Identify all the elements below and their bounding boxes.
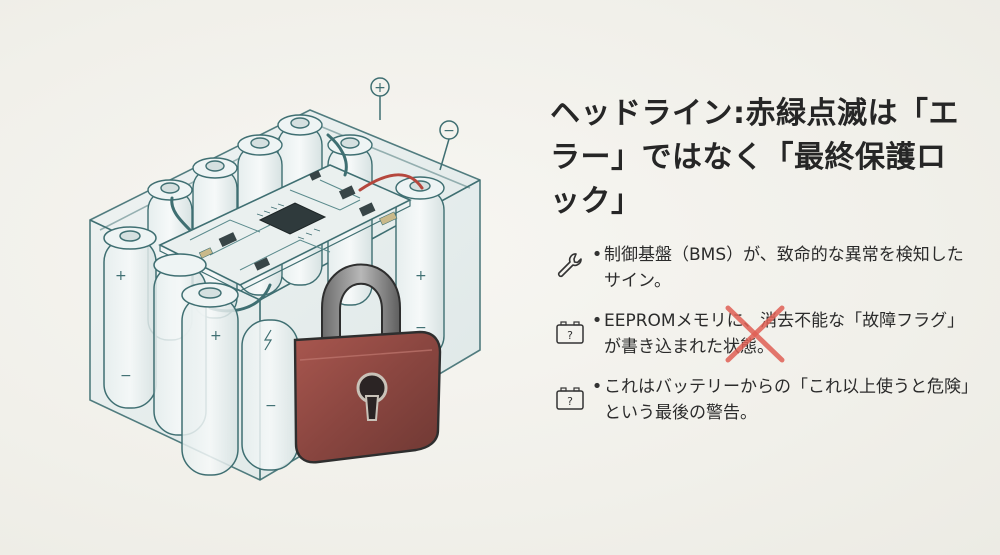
svg-text:+: + xyxy=(210,328,222,344)
list-item: ? • これはバッテリーからの「これ以上使うと危険」という最後の警告。 xyxy=(550,374,970,426)
bullet-list: • 制御基盤（BMS）が、致命的な異常を検知したサイン。 ? • EEPROMメ… xyxy=(550,242,970,426)
terminal-symbols: + − + + − − + − xyxy=(115,77,459,414)
svg-text:+: + xyxy=(115,268,127,284)
bullet-text: EEPROMメモリに、消去不能な「故障フラグ」が書き込まれた状態。 xyxy=(604,311,965,357)
svg-text:?: ? xyxy=(567,329,573,342)
bullet-text: これはバッテリーからの「これ以上使うと危険」という最後の警告。 xyxy=(604,377,970,423)
list-item: ? • EEPROMメモリに、消去不能な「故障フラグ」が書き込まれた状態。 xyxy=(550,305,970,363)
microcontroller-chip xyxy=(256,202,327,240)
wrench-icon xyxy=(550,246,590,286)
bullet-marker: • xyxy=(591,310,603,331)
svg-text:+: + xyxy=(374,80,386,96)
bullet-marker: • xyxy=(591,244,603,265)
text-panel: ヘッドライン:赤緑点滅は「エラー」ではなく「最終保護ロック」 • 制御基盤（BM… xyxy=(550,92,970,440)
battery-question-icon: ? xyxy=(550,312,590,352)
svg-text:−: − xyxy=(265,398,277,414)
svg-text:−: − xyxy=(443,123,455,139)
minus-terminal-icon: − xyxy=(439,120,459,140)
bms-circuit-board xyxy=(158,164,412,292)
bullet-text: 制御基盤（BMS）が、致命的な異常を検知したサイン。 xyxy=(604,245,964,291)
battery-cells-front xyxy=(103,226,299,476)
battery-question-icon: ? xyxy=(550,378,590,418)
svg-text:?: ? xyxy=(567,395,573,408)
headline: ヘッドライン:赤緑点滅は「エラー」ではなく「最終保護ロック」 xyxy=(550,96,959,219)
battery-pack-illustration: + − + + − − + − xyxy=(89,77,481,481)
svg-text:−: − xyxy=(415,320,427,336)
svg-text:−: − xyxy=(120,368,132,384)
list-item: • 制御基盤（BMS）が、致命的な異常を検知したサイン。 xyxy=(550,242,970,294)
plus-terminal-icon: + xyxy=(370,77,390,97)
svg-text:+: + xyxy=(415,268,427,284)
padlock-icon xyxy=(293,263,442,464)
bullet-marker: • xyxy=(591,376,603,397)
